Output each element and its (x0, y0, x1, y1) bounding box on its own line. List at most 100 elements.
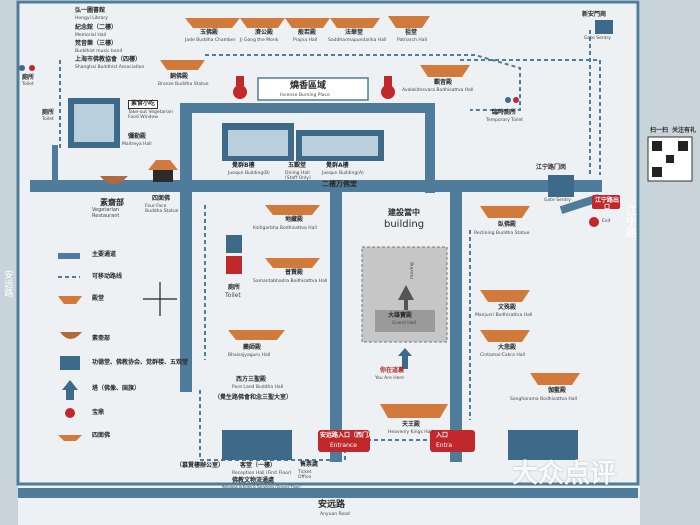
hall-guanyin: 觀音殿 (434, 79, 453, 86)
hall-jigong: 濟公殿 (255, 29, 274, 36)
hall-tianwang-en: Heavenly Kings Hall (388, 430, 433, 435)
entrance2-en[interactable]: Entra (436, 442, 453, 449)
toilet-top-left-en: Toilet (22, 82, 34, 87)
ticket-en: Ticket Office (298, 470, 312, 481)
wuguan-en: Dining Hall (Staff Only) (285, 171, 311, 182)
juequn-buildings (222, 123, 384, 161)
hall-yaoshi: 藥師殿 (243, 344, 262, 351)
hall-wenshu: 文殊殿 (498, 304, 517, 311)
outer-area (640, 0, 700, 525)
grand-hall-label: 大雄寶殿 (388, 312, 413, 319)
exit-en: Exit (602, 219, 611, 224)
road-bottom-label: 安远路 (318, 500, 346, 510)
legend-pagoda: 塔（佛像、国旗） (92, 385, 141, 392)
hall-dabei-en: Cintamai-Cakra Hall (480, 353, 525, 358)
hall-jigong-en: Ji Gong the Monk (240, 38, 279, 43)
legend-hall: 殿堂 (92, 295, 105, 302)
second-floor-label: 二樓万佛堂 (322, 180, 357, 188)
hall-qielan-en: Sangharama Bodhisattva Hall (510, 397, 578, 402)
construction-label: 建設當中 (388, 208, 420, 217)
reception-en: Reception Hall (First Floor) (232, 471, 292, 476)
hongyi-library-label: 弘一圖書館 (75, 7, 106, 14)
hall-wofo-en: Reclining Buddha Statue (474, 231, 530, 236)
hall-puxian: 普賢殿 (285, 269, 304, 276)
road-left-label: 安远路 (2, 270, 13, 297)
association-label: 上海市佛教協會（四樓） (75, 56, 142, 63)
juequn-a-label: 覺群A樓 (326, 162, 349, 169)
hall-patriarch-en: Patriarch Hall (397, 38, 428, 43)
legend-main-road: 主要通道 (92, 251, 117, 258)
hall-maitreya: 彌勒殿 (128, 133, 147, 140)
gate-right-en: Gate Sentry (544, 198, 571, 203)
hall-bronze-en: Bronze Buddha Statue (158, 82, 209, 87)
toilet-center: 廁所 (228, 284, 241, 291)
incense-area-box (257, 77, 369, 101)
moving-label: moving (409, 262, 415, 279)
four-face-pavilion (148, 160, 178, 182)
reception-label: 客堂（一樓） (240, 462, 277, 469)
memorial-hall-en: Memorial Hall (75, 33, 106, 38)
qr-scan-label: 扫一扫 (650, 127, 669, 134)
road-right-label: 江宁路 (624, 205, 638, 238)
you-are-here-label: 你在這裏 (380, 367, 405, 374)
reception-sub: 佛教文物流通處 (232, 477, 275, 484)
music-band-en: Buddhist music band (75, 49, 123, 54)
reception-side-label: （慕賢樓辦公室） (176, 462, 225, 469)
gate-buildings (222, 20, 613, 460)
hall-dizang: 地藏殿 (285, 216, 304, 223)
toilet-left-en: Toilet (42, 117, 54, 122)
main-roads (18, 103, 638, 498)
incense-area-label: 燒香區域 (290, 81, 327, 91)
bowl-icon (100, 176, 128, 184)
gate-top-en: Gate Sentry (584, 36, 611, 41)
tripod-icons (233, 76, 395, 99)
ticket-label: 售票處 (300, 461, 319, 468)
entrance2-label[interactable]: 入口 (436, 432, 449, 439)
juequn-b-label: 覺群B樓 (232, 162, 255, 169)
entrance-label[interactable]: 安远路入口（西门） (320, 432, 375, 439)
four-face-en: Four-Face Buddha Statue (145, 204, 179, 215)
pure-land-note: （覺生路佛會和念三聖大室） (214, 394, 293, 401)
legend-buildings: 功德堂、佛教协会、觉群楼、五观堂 (92, 359, 189, 366)
music-band-label: 梵音樂（三樓） (75, 40, 118, 47)
grand-hall-en: Grand Hall (392, 321, 416, 326)
watermark: 大众点评 (512, 459, 617, 489)
pagoda-icons (398, 348, 412, 369)
takeout-en: Take-out Vegetarian Food Window (128, 110, 173, 121)
juequn-b-en: Juequn Building(B) (228, 171, 270, 176)
hall-puxian-en: Samantabhadra Bodhisattva Hall (253, 279, 328, 284)
toilet-center-en: Toilet (225, 292, 241, 299)
construction-en: building (384, 219, 425, 230)
hall-pure-land: 西方三聖殿 (236, 376, 267, 383)
hall-dizang-en: Ksitigarbha Bodhisattva Hall (253, 226, 317, 231)
hongyi-library-en: Hongyi Library (75, 16, 108, 21)
association-en: Shanghai Buddhist Association (75, 65, 145, 70)
hall-patriarch: 祖堂 (405, 29, 418, 36)
legend-four-face: 四面佛 (92, 432, 111, 439)
hall-pure-land-en: Pure Land Buddha Hall (232, 385, 284, 390)
temp-toilet: 臨時廁所 (492, 109, 517, 116)
entrance-en[interactable]: Entrance (330, 442, 357, 449)
incense-area-en: Incense Burning Place (280, 93, 330, 98)
outer-wall (16, 0, 640, 486)
hall-tianwang: 天王殿 (402, 421, 421, 428)
memorial-hall-label: 紀念館（二樓） (75, 24, 118, 31)
hall-wenshu-en: Manjusri Bodhisattva Hall (475, 313, 533, 318)
takeout-label: 素食小吃 (128, 100, 159, 109)
exit-label: 江宁路出口 (594, 197, 619, 211)
toilet-icons (19, 65, 519, 274)
hall-jade-buddha-en: Jade Buddha Chamber (185, 38, 236, 43)
wuguan-label: 五觀堂 (288, 162, 307, 169)
hall-roofs (160, 16, 580, 418)
hall-wofo: 臥佛殿 (498, 221, 517, 228)
legend-tripod: 宝鼎 (92, 409, 105, 416)
four-face-label: 四面佛 (152, 195, 171, 202)
hall-fahua: 法華堂 (345, 29, 364, 36)
road-bottom-en: Anyuan Road (320, 512, 350, 517)
compass-icon (143, 282, 177, 316)
legend-symbols (58, 253, 82, 441)
gate-right-label: 江宁路门岗 (536, 164, 567, 171)
hall-yaoshi-en: Bhaisajyaguru Hall (228, 353, 271, 358)
